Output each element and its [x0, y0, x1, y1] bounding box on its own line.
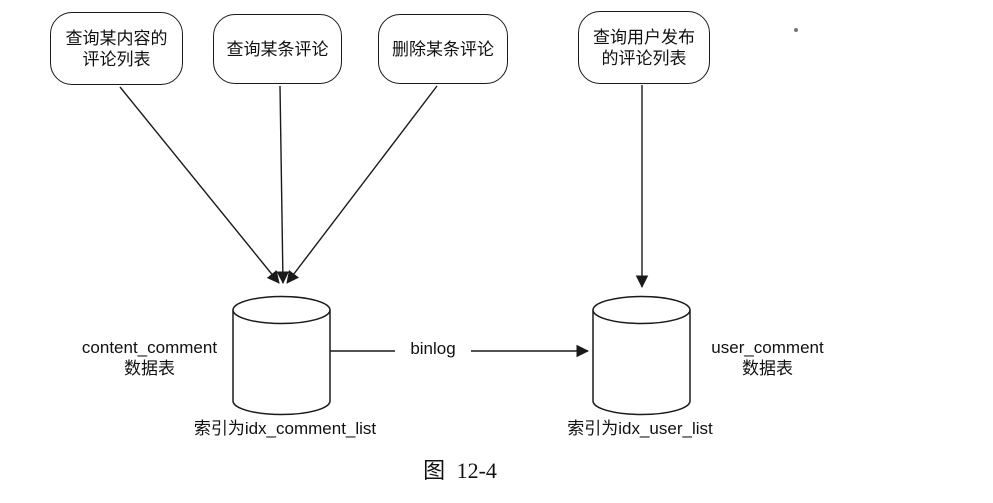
figure-caption: 图 12-4 — [423, 458, 497, 483]
content-comment-db-cylinder — [232, 295, 331, 416]
op-box-label-line: 查询某内容的 — [65, 28, 168, 48]
table-name: user_comment — [711, 338, 824, 357]
op-box-label-line: 查询某条评论 — [226, 39, 329, 59]
op-box-label-line: 的评论列表 — [601, 48, 687, 68]
arrow-query-single-comment — [276, 85, 290, 285]
content-comment-table-label: content_comment 数据表 — [62, 337, 237, 379]
arrow-query-content-comments — [119, 86, 280, 284]
table-type-label: 数据表 — [742, 359, 793, 378]
scan-artifact-dot — [794, 28, 798, 32]
user-comment-db-cylinder — [592, 295, 691, 416]
binlog-flow-label: binlog — [395, 339, 471, 358]
op-box-query-content-comment-list: 查询某内容的 评论列表 — [50, 12, 183, 85]
content-comment-index-label: 索引为idx_comment_list — [193, 419, 377, 438]
table-name: content_comment — [81, 338, 218, 357]
op-box-query-user-comment-list: 查询用户发布 的评论列表 — [578, 11, 710, 84]
op-box-label-line: 删除某条评论 — [392, 39, 494, 59]
user-comment-index-label: 索引为idx_user_list — [567, 419, 713, 438]
op-box-label-line: 评论列表 — [82, 49, 151, 69]
user-comment-table-label: user_comment 数据表 — [680, 337, 855, 379]
op-box-delete-comment: 删除某条评论 — [378, 14, 508, 84]
op-box-label-line: 查询用户发布 — [593, 27, 695, 47]
arrow-delete-comment — [286, 85, 438, 284]
table-type-label: 数据表 — [124, 359, 175, 378]
op-box-query-single-comment: 查询某条评论 — [213, 14, 342, 84]
